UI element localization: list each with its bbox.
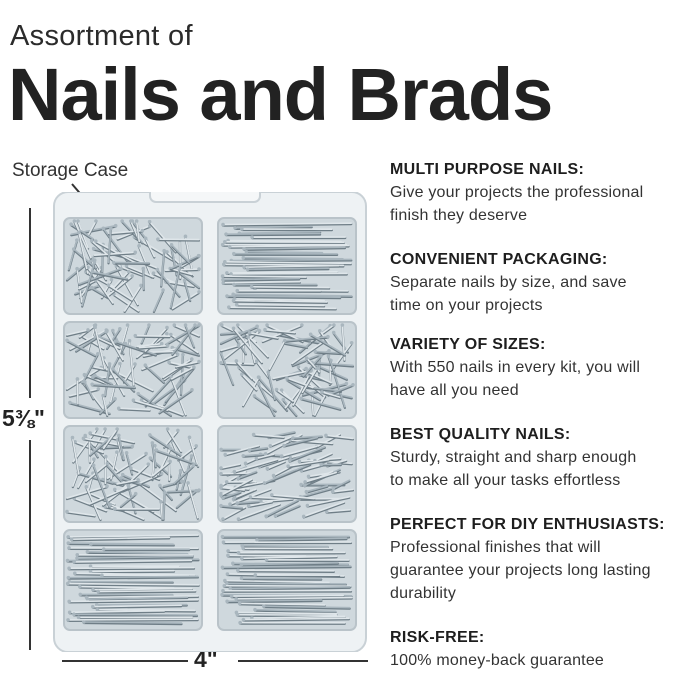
feature-text-line: guarantee your projects long lasting <box>390 562 651 579</box>
feature-text-line: have all you need <box>390 382 519 399</box>
feature-multi-purpose: MULTI PURPOSE NAILS: Give your projects … <box>390 160 695 226</box>
feature-title: VARIETY OF SIZES: <box>390 336 546 353</box>
nail-pile <box>65 323 201 418</box>
nail-pile <box>65 534 200 626</box>
feature-text-line: time on your projects <box>390 297 543 314</box>
nail-pile <box>65 219 201 314</box>
feature-convenient-packaging: CONVENIENT PACKAGING: Separate nails by … <box>390 250 695 316</box>
feature-text-line: Separate nails by size, and save <box>390 274 627 291</box>
feature-title: RISK-FREE: <box>390 629 485 646</box>
width-dimension-line-left <box>62 660 188 662</box>
feature-text-line: Give your projects the professional <box>390 184 644 201</box>
feature-title: CONVENIENT PACKAGING: <box>390 251 608 268</box>
feature-text-line: Professional finishes that will <box>390 539 601 556</box>
height-dimension-label: 5⅜" <box>2 405 45 431</box>
nail-pile <box>219 323 355 418</box>
feature-text-line: 100% money-back guarantee <box>390 652 605 669</box>
nail-pile <box>219 430 355 522</box>
width-dimension-line-right <box>238 660 368 662</box>
feature-text-line: finish they deserve <box>390 207 528 224</box>
feature-diy-enthusiasts: PERFECT FOR DIY ENTHUSIASTS: Professiona… <box>390 515 695 604</box>
feature-variety-of-sizes: VARIETY OF SIZES: With 550 nails in ever… <box>390 335 695 401</box>
feature-title: MULTI PURPOSE NAILS: <box>390 161 585 178</box>
storage-case-image <box>50 192 370 652</box>
feature-text-line: to make all your tasks effortless <box>390 472 621 489</box>
width-dimension-label: 4" <box>194 646 218 672</box>
nail-pile <box>220 222 353 311</box>
height-dimension-line-top <box>29 208 31 398</box>
nail-pile <box>220 534 353 625</box>
feature-text-line: With 550 nails in every kit, you will <box>390 359 641 376</box>
storage-case-label: Storage Case <box>12 160 129 181</box>
features-list: MULTI PURPOSE NAILS: Give your projects … <box>390 160 695 695</box>
nail-pile <box>65 427 201 522</box>
subtitle: Assortment of <box>10 20 193 52</box>
feature-text-line: durability <box>390 585 457 602</box>
case-latch <box>149 192 261 203</box>
feature-title: BEST QUALITY NAILS: <box>390 426 571 443</box>
feature-title: PERFECT FOR DIY ENTHUSIASTS: <box>390 516 665 533</box>
feature-best-quality: BEST QUALITY NAILS: Sturdy, straight and… <box>390 425 695 491</box>
feature-risk-free: RISK-FREE: 100% money-back guarantee <box>390 628 695 671</box>
page-title: Nails and Brads <box>8 53 553 136</box>
height-dimension-line-bottom <box>29 440 31 650</box>
feature-text-line: Sturdy, straight and sharp enough <box>390 449 637 466</box>
